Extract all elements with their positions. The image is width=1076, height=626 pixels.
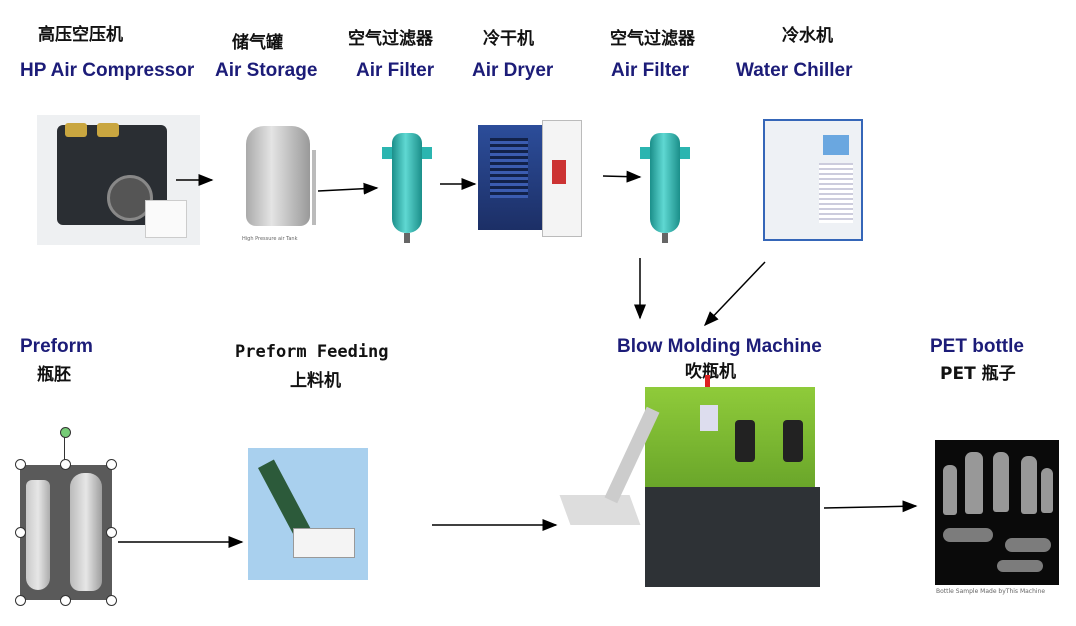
label-en: Air Dryer <box>472 60 554 81</box>
feeding-label-en: Preform Feeding <box>235 342 389 362</box>
preform-image[interactable] <box>20 465 112 600</box>
resize-handle[interactable] <box>106 527 117 538</box>
arrow <box>703 261 766 327</box>
air-filter-image <box>640 133 690 243</box>
air-filter-image <box>382 133 432 243</box>
resize-handle[interactable] <box>15 527 26 538</box>
bottle-label-en: PET bottle <box>930 336 1024 357</box>
label-en: Air Filter <box>611 60 690 81</box>
label-zh: 空气过滤器 <box>610 29 695 49</box>
water-chiller-image <box>763 115 863 247</box>
label-zh: 高压空压机 <box>38 25 123 45</box>
blow-molding-machine-image <box>559 375 823 600</box>
arrow <box>317 182 379 195</box>
resize-handle[interactable] <box>60 459 71 470</box>
label-en: Air Storage <box>215 60 318 81</box>
tank-caption: High Pressure air Tank <box>242 236 298 242</box>
blow-label-en: Blow Molding Machine <box>617 336 822 357</box>
resize-handle[interactable] <box>60 595 71 606</box>
arrow <box>602 170 642 183</box>
label-zh: 冷干机 <box>483 29 534 49</box>
label-en: HP Air Compressor <box>20 60 195 81</box>
label-zh: 储气罐 <box>232 33 283 53</box>
resize-handle[interactable] <box>15 459 26 470</box>
label-zh: 冷水机 <box>782 26 833 46</box>
preform-label-en: Preform <box>20 336 93 357</box>
resize-handle[interactable] <box>106 595 117 606</box>
preform-feeder-image <box>248 448 368 580</box>
rotate-handle[interactable] <box>60 427 71 438</box>
feeding-label-zh: 上料机 <box>290 371 341 391</box>
air-tank-image: High Pressure air Tank <box>240 120 322 242</box>
rotate-handle-line <box>64 432 65 464</box>
label-en: Air Filter <box>356 60 435 81</box>
blow-label-zh: 吹瓶机 <box>685 362 736 382</box>
bottles-caption: Bottle Sample Made byThis Machine <box>936 588 1046 595</box>
compressor-image <box>37 115 200 245</box>
label-zh: 空气过滤器 <box>348 29 433 49</box>
preform-label-zh: 瓶胚 <box>37 365 71 385</box>
pet-bottles-image <box>935 440 1059 585</box>
arrow <box>823 500 918 513</box>
bottle-label-zh: PET 瓶子 <box>940 364 1016 384</box>
label-en: Water Chiller <box>736 60 853 81</box>
resize-handle[interactable] <box>15 595 26 606</box>
air-dryer-image <box>478 120 582 237</box>
resize-handle[interactable] <box>106 459 117 470</box>
